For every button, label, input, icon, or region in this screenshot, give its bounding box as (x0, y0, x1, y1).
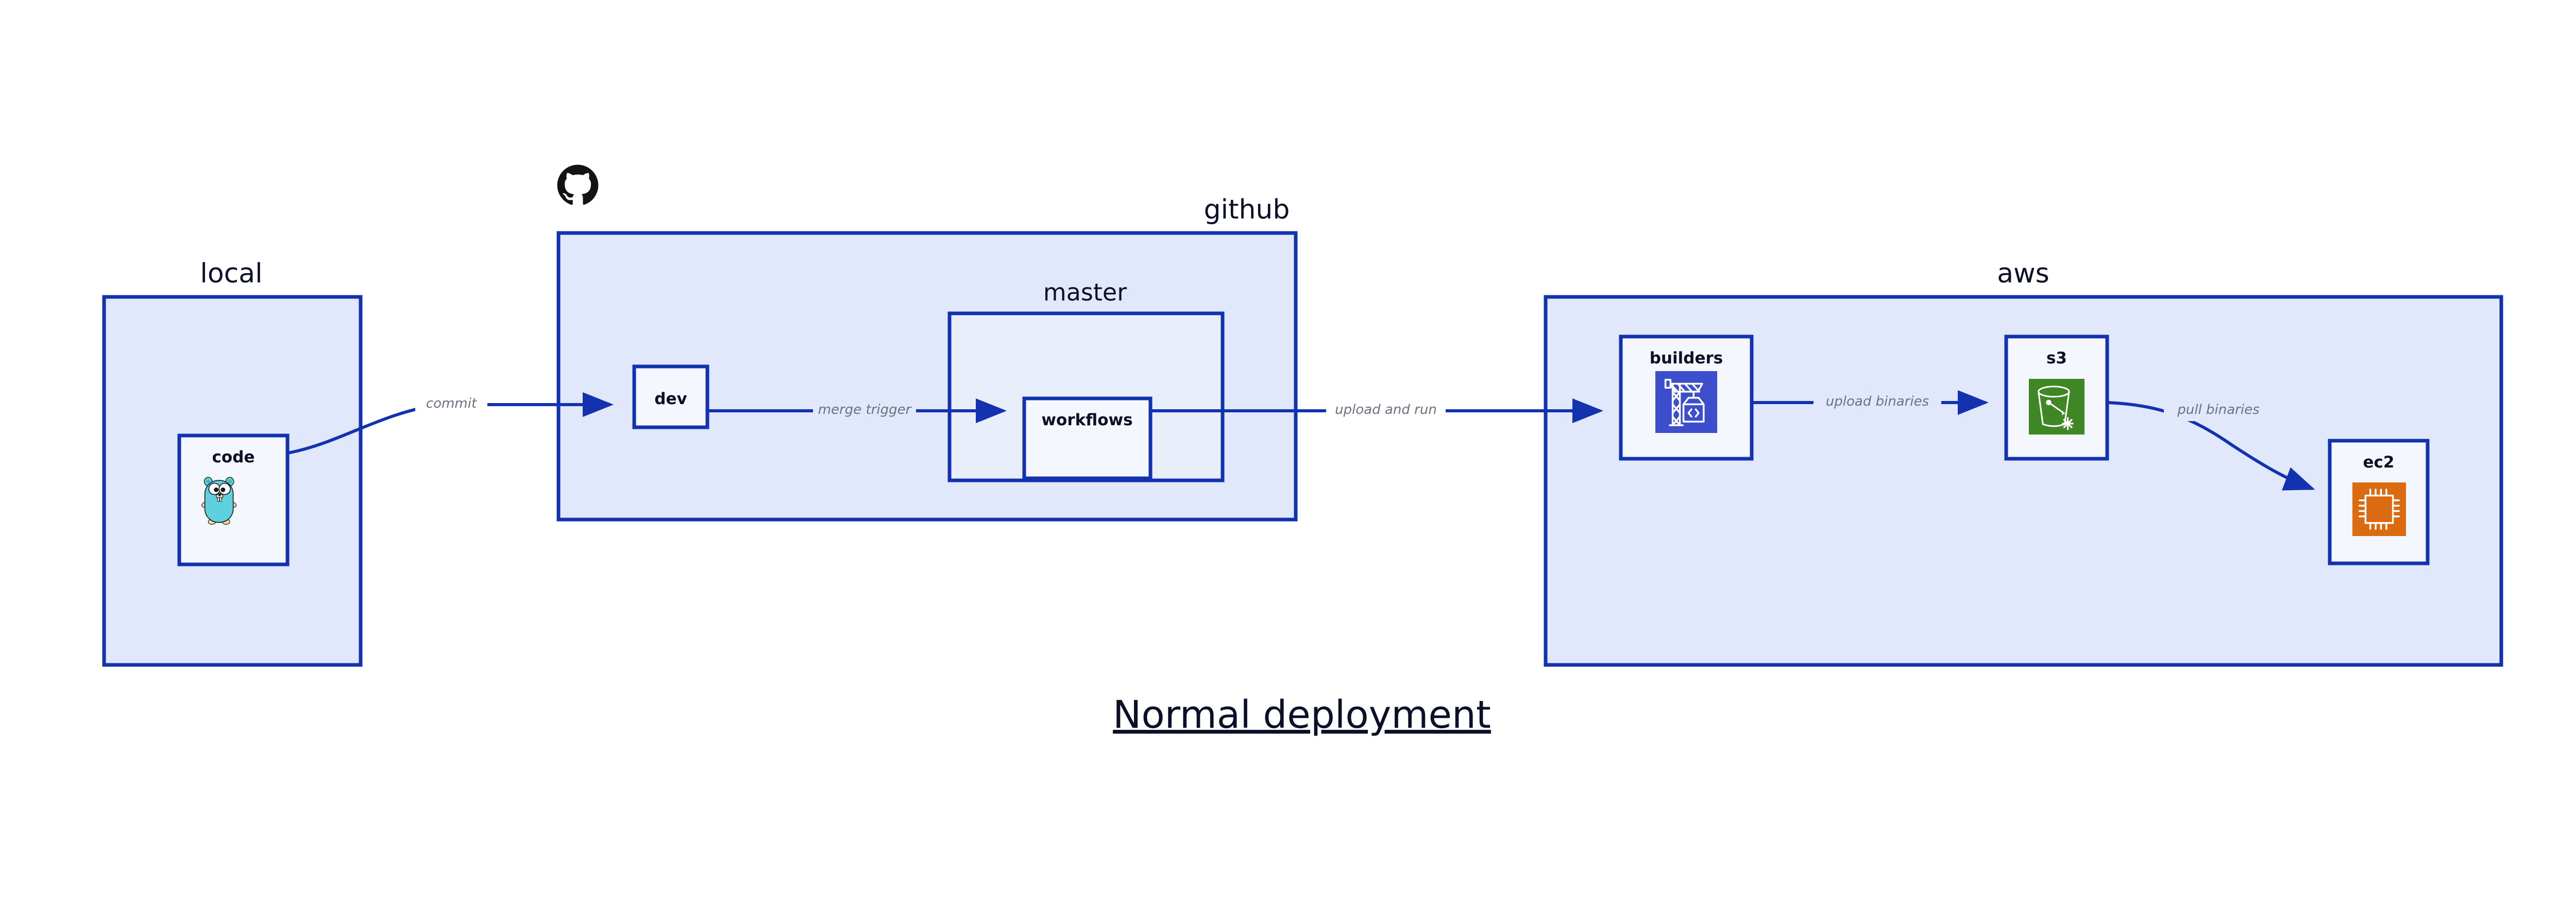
github-octocat-icon (557, 164, 599, 205)
edge-pull-binaries[interactable]: pull binaries (2107, 399, 2315, 491)
edge-commit-label: commit (426, 396, 477, 411)
node-s3[interactable]: s3 (2004, 335, 2109, 461)
node-code[interactable]: code (177, 433, 290, 566)
node-builders-box[interactable] (1619, 335, 1754, 461)
subgroup-master-label: master (1043, 278, 1127, 306)
edge-pull-binaries-label: pull binaries (2177, 402, 2259, 417)
node-s3-label: s3 (2046, 349, 2067, 368)
node-dev-box[interactable] (632, 364, 709, 429)
node-workflows[interactable]: workflows (1022, 396, 1153, 480)
edge-commit[interactable]: commit (287, 392, 614, 455)
node-dev-label: dev (654, 390, 687, 408)
node-dev[interactable]: dev (632, 364, 709, 429)
group-github-label: github (1204, 194, 1290, 225)
edge-upload-binaries[interactable]: upload binaries (1752, 390, 1989, 415)
node-ec2[interactable]: ec2 (2328, 439, 2430, 565)
node-workflows-label: workflows (1041, 411, 1132, 429)
group-aws-label: aws (1997, 258, 2049, 289)
node-code-label: code (212, 448, 255, 466)
node-workflows-box[interactable] (1022, 396, 1153, 480)
s3-bucket-icon (2029, 379, 2084, 435)
node-ec2-label: ec2 (2363, 453, 2395, 472)
edge-pull-binaries-path (2107, 401, 2315, 491)
edge-upload-and-run-label: upload and run (1335, 402, 1437, 417)
group-local-label: local (200, 258, 262, 289)
diagram-title: Normal deployment (1113, 693, 1491, 737)
crane-code-icon (1655, 371, 1717, 433)
edge-merge-trigger[interactable]: merge trigger (707, 398, 1007, 423)
edge-upload-binaries-label: upload binaries (1826, 394, 1929, 409)
edge-upload-and-run[interactable]: upload and run (1150, 398, 1603, 423)
edge-merge-trigger-label: merge trigger (818, 402, 912, 417)
node-builders[interactable]: builders (1619, 335, 1754, 461)
node-builders-label: builders (1650, 349, 1723, 368)
cpu-chip-icon (2352, 482, 2406, 536)
